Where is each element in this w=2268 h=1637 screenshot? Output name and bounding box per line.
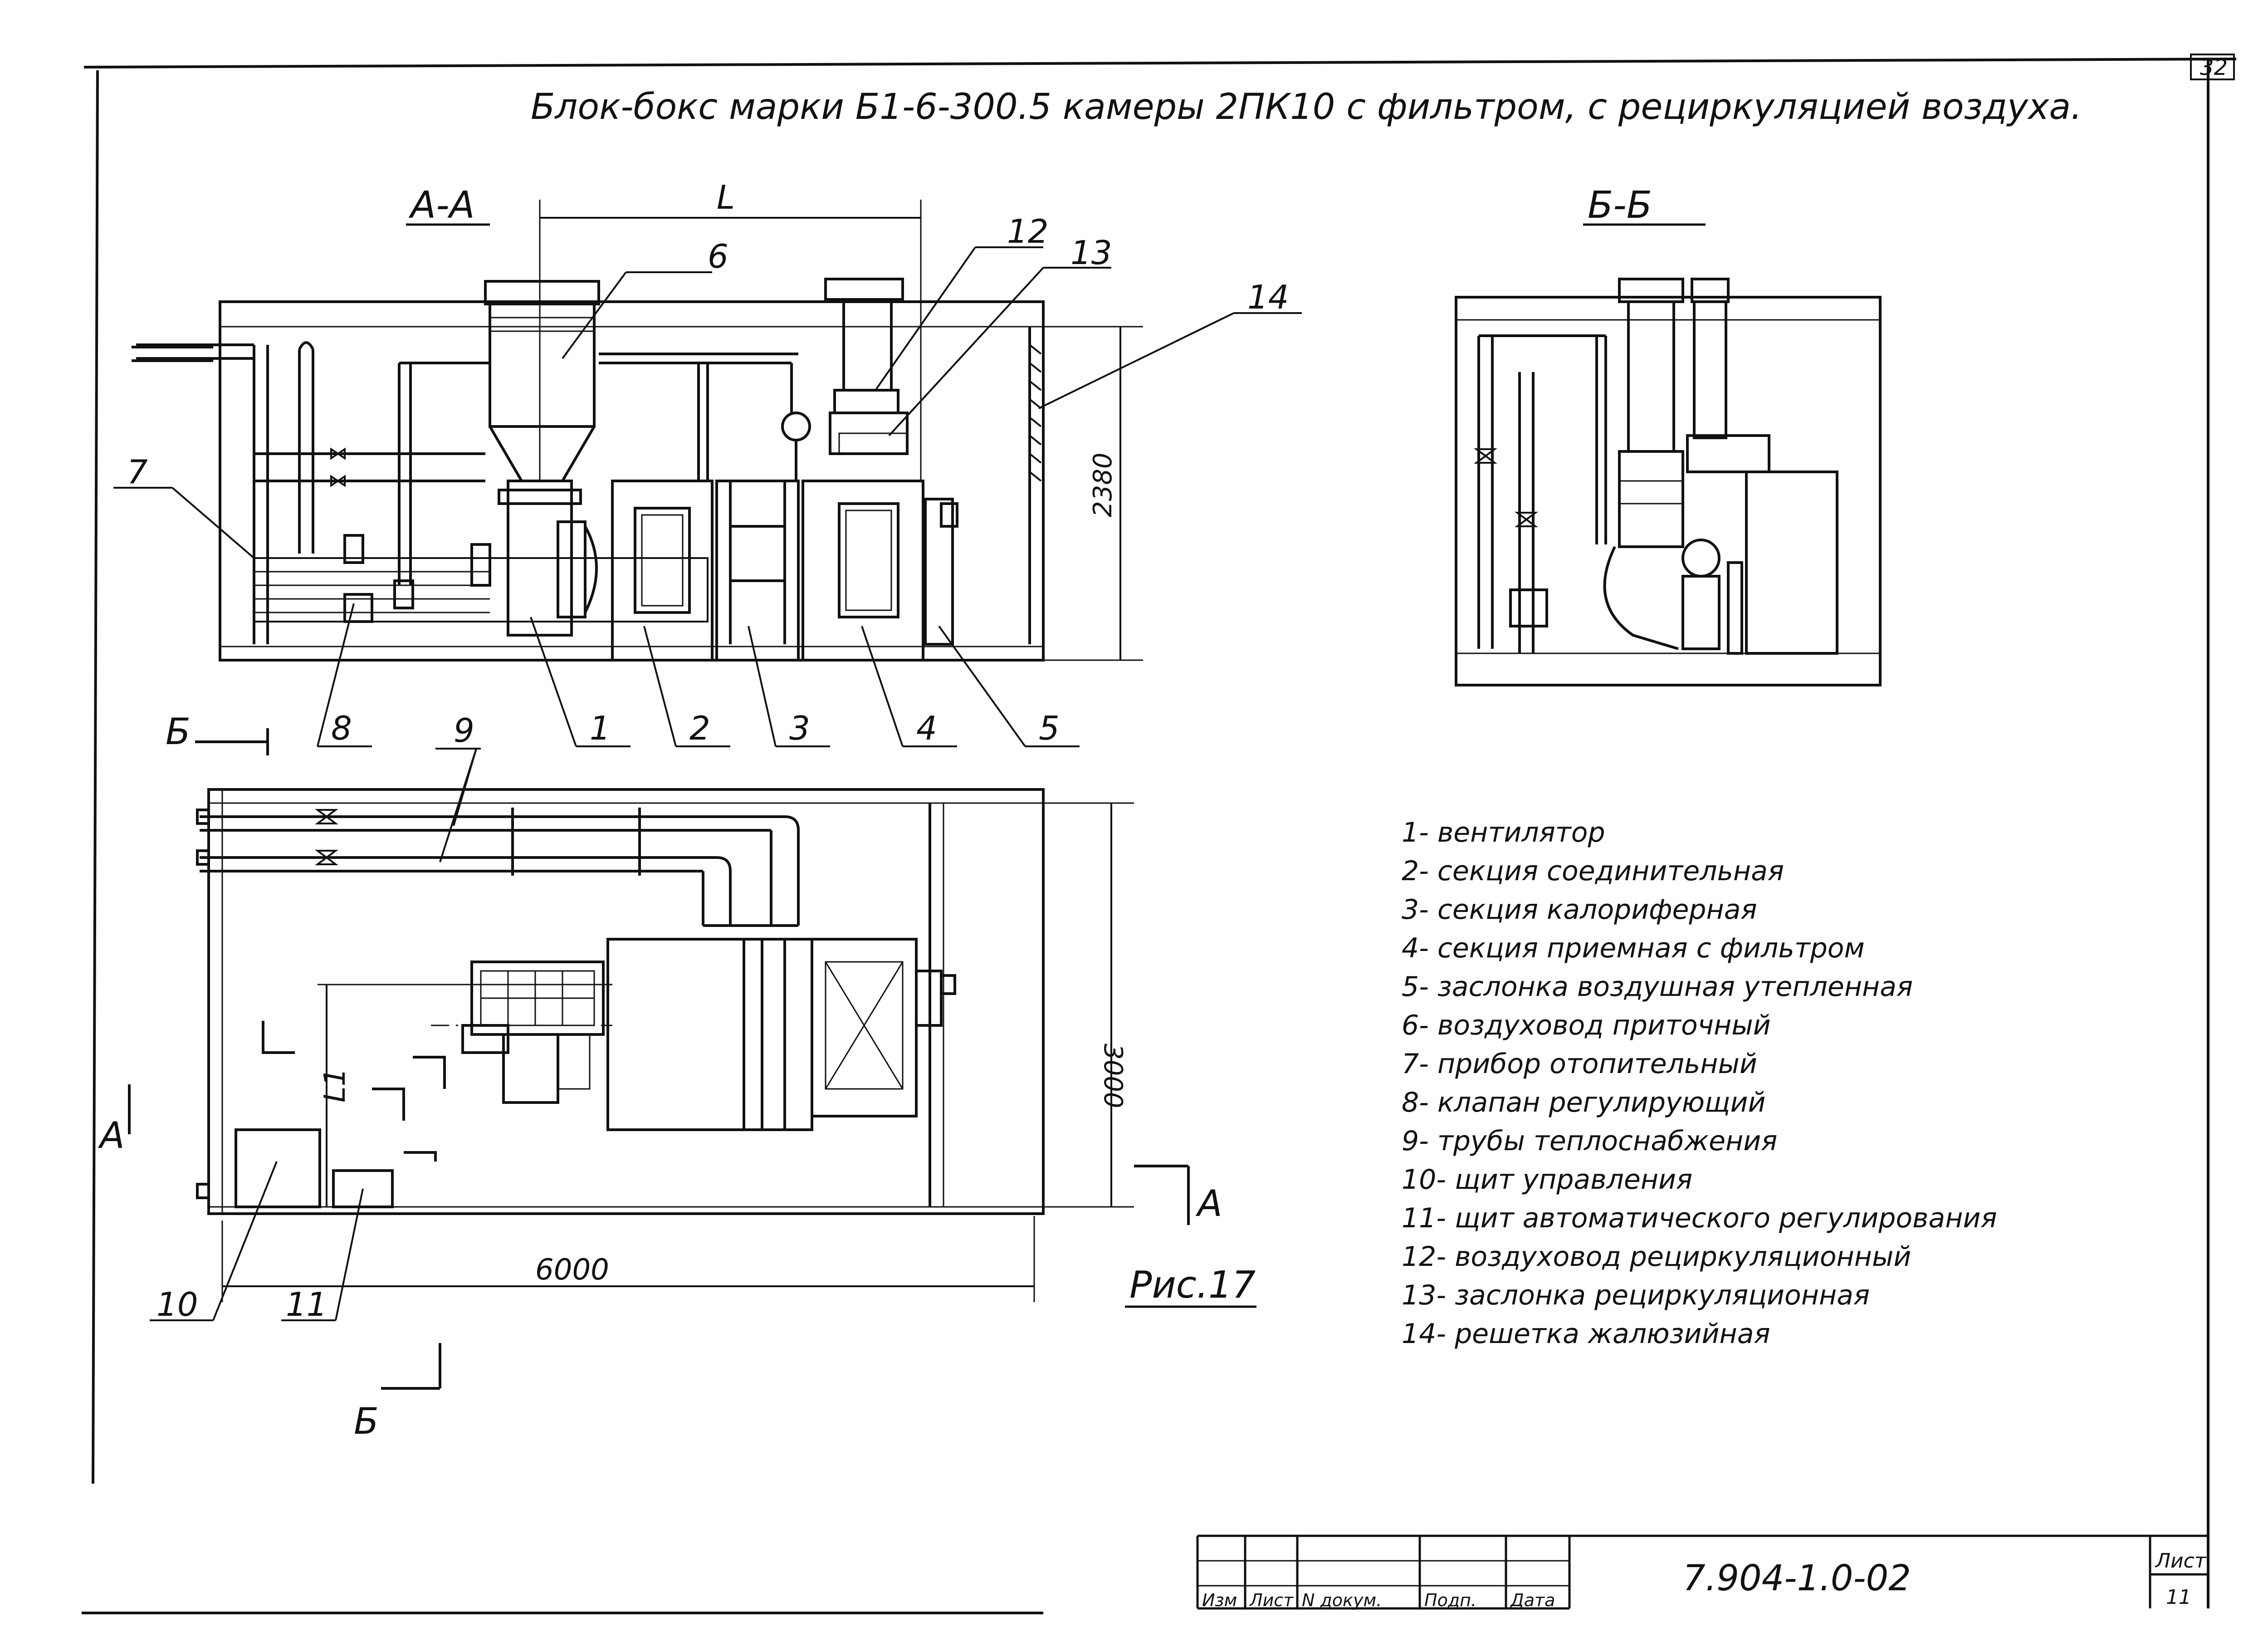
marker-a-left: А: [98, 1114, 125, 1157]
marker-a-right: А: [1195, 1182, 1222, 1225]
title-col-date: Дата: [1510, 1590, 1555, 1610]
figure-label: Рис.17: [1129, 1264, 1256, 1307]
callout-11: 11: [286, 1285, 327, 1323]
section-bb-label: Б-Б: [1588, 184, 1652, 227]
dimension-width: 3000: [1098, 1044, 1128, 1108]
legend-item-12: 12- воздуховод рециркуляционный: [1402, 1241, 1911, 1273]
sheet-number: 11: [2166, 1586, 2191, 1609]
legend-item-7: 7- прибор отопительный: [1402, 1048, 1757, 1080]
page-number: 32: [2200, 55, 2228, 80]
legend-item-13: 13- заслонка рециркуляционная: [1402, 1279, 1870, 1311]
legend-item-6: 6- воздуховод приточный: [1402, 1010, 1771, 1041]
title-col-izm: Изм: [1202, 1590, 1237, 1610]
callouts-plan: [150, 748, 481, 1321]
title-col-doc: N докум.: [1302, 1590, 1382, 1610]
sheet-label: Лист: [2155, 1549, 2207, 1573]
callout-7: 7: [127, 453, 148, 491]
callout-14: 14: [1247, 278, 1289, 316]
title-col-list: Лист: [1249, 1590, 1294, 1610]
callout-8: 8: [331, 709, 352, 747]
dimension-length: 6000: [535, 1253, 609, 1287]
marker-b-top: Б: [166, 711, 191, 753]
section-markers: [128, 728, 1190, 1390]
dimension-height: 2380: [1088, 452, 1118, 517]
legend: 1- вентилятор 2- секция соединительная 3…: [1402, 817, 1997, 1350]
title-block: [1196, 1534, 2208, 1610]
callout-4: 4: [916, 709, 937, 747]
legend-item-3: 3- секция калориферная: [1402, 894, 1757, 926]
legend-item-14: 14- решетка жалюзийная: [1402, 1318, 1770, 1350]
legend-item-1: 1- вентилятор: [1402, 817, 1605, 848]
callout-1: 1: [590, 709, 611, 747]
title-col-sign: Подп.: [1424, 1590, 1476, 1610]
dimension-l: L: [717, 178, 735, 216]
drawing-title: Блок-бокс марки Б1-6-300.5 камеры 2ПК10 …: [531, 87, 2082, 127]
legend-item-2: 2- секция соединительная: [1402, 855, 1784, 887]
callout-2: 2: [689, 709, 710, 747]
callout-9: 9: [454, 711, 474, 750]
legend-item-5: 5- заслонка воздушная утепленная: [1402, 971, 1913, 1003]
legend-item-8: 8- клапан регулирующий: [1402, 1087, 1766, 1118]
legend-item-4: 4- секция приемная с фильтром: [1402, 932, 1865, 964]
legend-item-10: 10- щит управления: [1402, 1164, 1692, 1196]
legend-item-11: 11- щит автоматического регулирования: [1402, 1202, 1997, 1234]
callout-5: 5: [1039, 709, 1060, 747]
drawing-code: 7.904-1.0-02: [1683, 1558, 1911, 1599]
section-bb-view: Б-Б: [1455, 184, 1882, 686]
callout-6: 6: [708, 237, 728, 275]
callout-3: 3: [789, 709, 810, 747]
plan-view: L1 3000 6000: [196, 788, 1134, 1302]
section-aa-label: А-А: [408, 184, 475, 227]
section-aa-view: А-А: [132, 178, 1143, 662]
dimension-l1: L1: [318, 1068, 352, 1103]
callout-12: 12: [1007, 212, 1049, 250]
callout-10: 10: [156, 1285, 198, 1323]
sheet-frame: [82, 54, 2237, 1614]
legend-item-9: 9- трубы теплоснабжения: [1402, 1125, 1777, 1157]
callouts-aa: [113, 246, 1302, 747]
marker-b-bottom: Б: [354, 1400, 379, 1442]
callout-13: 13: [1070, 234, 1112, 272]
